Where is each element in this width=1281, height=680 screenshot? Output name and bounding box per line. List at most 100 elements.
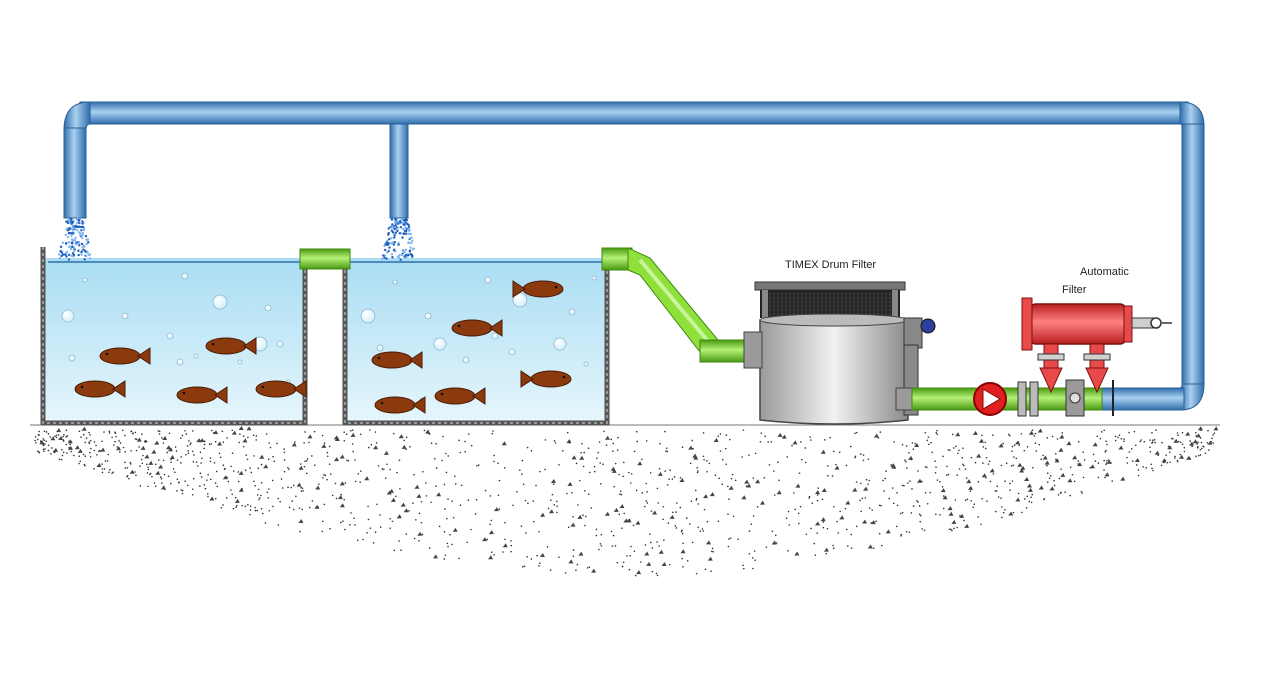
gravel-dot xyxy=(96,453,98,456)
gravel-stone xyxy=(792,440,798,445)
gravel-dot xyxy=(1073,480,1076,483)
gravel-dot xyxy=(66,435,69,437)
gravel-dot xyxy=(395,495,397,498)
gravel-dot xyxy=(1104,476,1106,479)
gravel-dot xyxy=(994,490,997,492)
gravel-dot xyxy=(161,482,163,484)
gravel-dot xyxy=(1018,444,1021,446)
fish-icon xyxy=(371,351,423,369)
gravel-dot xyxy=(538,530,540,533)
gravel-stone xyxy=(1026,483,1032,488)
water-droplet xyxy=(74,236,77,240)
gravel-dot xyxy=(504,538,506,541)
gravel-dot xyxy=(357,473,360,475)
gravel-dot xyxy=(918,513,921,516)
gravel-dot xyxy=(703,508,706,511)
gravel-dot xyxy=(964,499,967,501)
gravel-stone xyxy=(908,455,914,460)
gravel-dot xyxy=(662,505,665,508)
gravel-dot xyxy=(204,487,207,490)
gravel-dot xyxy=(1126,456,1128,459)
water-droplet xyxy=(83,249,87,253)
gravel-dot xyxy=(225,497,228,499)
water-droplet xyxy=(57,253,61,256)
gravel-stone xyxy=(129,469,135,474)
gravel-dot xyxy=(929,491,931,494)
water-droplet xyxy=(75,221,79,225)
gravel-dot xyxy=(595,457,598,460)
gravel-dot xyxy=(681,557,683,560)
gravel-dot xyxy=(664,430,666,433)
gravel-dot xyxy=(793,492,795,494)
gravel-dot xyxy=(832,547,835,550)
gravel-dot xyxy=(711,547,714,550)
gravel-dot xyxy=(45,440,47,443)
gravel-stone xyxy=(1092,442,1098,447)
gravel-dot xyxy=(530,449,533,452)
gravel-stone xyxy=(1027,487,1033,492)
gravel-dot xyxy=(942,507,945,510)
gravel-dot xyxy=(658,545,660,547)
gravel-dot xyxy=(989,480,992,483)
gravel-dot xyxy=(90,447,92,450)
gravel-dot xyxy=(423,429,426,432)
gravel-dot xyxy=(139,465,141,467)
gravel-dot xyxy=(1001,516,1003,519)
gravel-dot xyxy=(491,432,494,435)
gravel-stone xyxy=(213,430,219,435)
gravel-dot xyxy=(420,501,423,503)
gravel-stone xyxy=(242,438,248,443)
gravel-dot xyxy=(613,485,615,488)
gravel-dot xyxy=(682,542,684,545)
gravel-dot xyxy=(959,514,961,517)
gravel-dot xyxy=(854,455,857,458)
gravel-dot xyxy=(1057,494,1060,496)
gravel-dot xyxy=(1017,492,1020,495)
gravel-stone xyxy=(263,464,269,469)
gravel-dot xyxy=(230,465,232,468)
gravel-dot xyxy=(771,530,774,533)
gravel-dot xyxy=(599,462,601,464)
water-droplet xyxy=(67,245,71,248)
gravel-dot xyxy=(752,567,754,570)
gravel-dot xyxy=(161,437,163,439)
gravel-dot xyxy=(751,557,754,559)
gravel-dot xyxy=(861,497,864,500)
gravel-dot xyxy=(526,556,529,558)
gravel-dot xyxy=(727,513,729,515)
gravel-dot xyxy=(855,431,858,434)
gravel-dot xyxy=(618,513,621,516)
gravel-dot xyxy=(1149,450,1152,453)
gravel-stone xyxy=(948,511,954,516)
gravel-dot xyxy=(258,498,260,501)
gravel-dot xyxy=(353,517,355,520)
gravel-dot xyxy=(675,527,678,529)
gravel-dot xyxy=(303,442,305,444)
gravel-dot xyxy=(294,441,296,443)
gravel-dot xyxy=(351,443,354,445)
gravel-dot xyxy=(610,530,613,533)
gravel-dot xyxy=(343,498,346,501)
gravel-dot xyxy=(919,520,922,523)
gravel-dot xyxy=(209,460,212,463)
gravel-dot xyxy=(754,452,757,455)
gravel-stone xyxy=(432,554,438,559)
gravel-dot xyxy=(180,456,182,458)
gravel-stone xyxy=(652,510,658,515)
gravel-dot xyxy=(832,544,834,547)
gravel-dot xyxy=(850,547,853,549)
gravel-dot xyxy=(43,430,46,432)
gravel-dot xyxy=(403,439,405,442)
gravel-stone xyxy=(713,437,719,442)
gravel-dot xyxy=(389,517,391,520)
gravel-stone xyxy=(644,551,650,556)
gravel-dot xyxy=(367,446,370,449)
gravel-stone xyxy=(77,448,83,453)
gravel-dot xyxy=(628,471,630,474)
gravel-dot xyxy=(641,458,643,461)
gravel-dot xyxy=(214,482,217,484)
gravel-stone xyxy=(396,514,402,519)
gravel-dot xyxy=(801,458,803,461)
gravel-dot xyxy=(203,443,206,446)
gravel-dot xyxy=(84,455,87,458)
